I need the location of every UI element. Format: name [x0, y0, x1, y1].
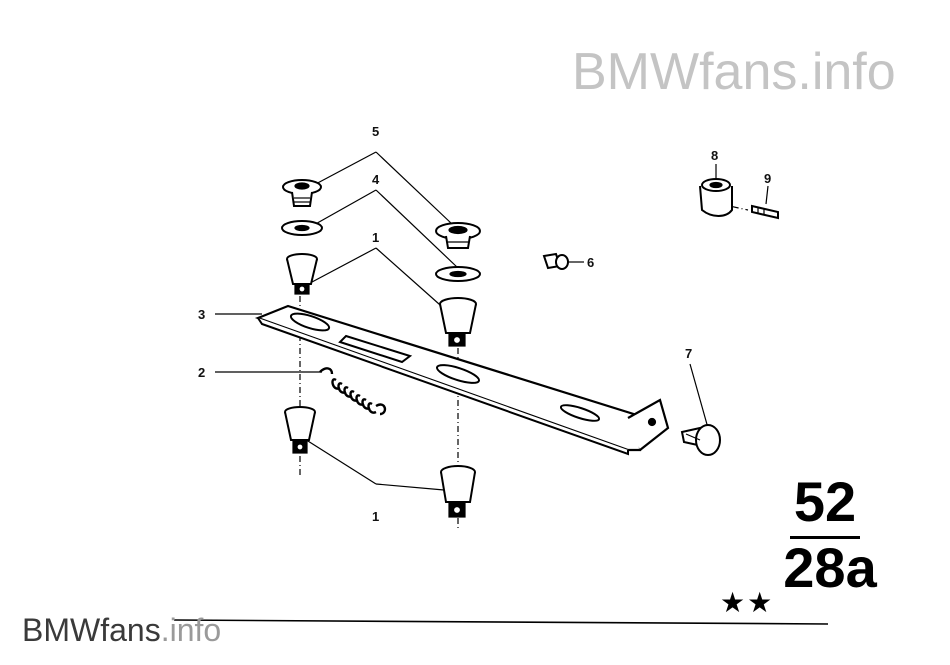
stopper-part-7 — [680, 424, 721, 456]
knob-part-8 — [699, 178, 733, 217]
bmwfans-watermark-bottom: BMWfans.info — [22, 612, 221, 649]
bottom-rule — [173, 619, 829, 625]
model-stars: ★★ — [720, 587, 775, 618]
buffer-part-1-bottom-right — [440, 465, 476, 518]
bushing-part-5-right — [435, 222, 481, 249]
callout-2: 2 — [198, 365, 206, 380]
washer-part-4-left — [281, 220, 323, 236]
callout-6: 6 — [587, 255, 595, 270]
callout-3: 3 — [198, 307, 206, 322]
bolt-part-6 — [542, 252, 569, 270]
watermark-tld: .info — [797, 43, 896, 101]
callout-8: 8 — [711, 148, 719, 163]
bracket-part-3 — [254, 304, 670, 456]
group-number-sub: 28a — [783, 536, 877, 599]
callout-1-top: 1 — [372, 230, 380, 245]
buffer-part-1-top-left — [286, 253, 318, 295]
spring-part-2 — [319, 367, 387, 416]
leader-lines — [215, 151, 769, 491]
callout-5: 5 — [372, 124, 380, 139]
callout-9: 9 — [764, 171, 772, 186]
callout-1-bottom: 1 — [372, 509, 380, 524]
group-number-divider — [790, 536, 860, 539]
washer-part-4-right — [435, 266, 481, 282]
watermark-brand: BMWfans — [572, 43, 798, 101]
buffer-part-1-top-right — [439, 297, 477, 347]
watermark-tld: .info — [160, 612, 222, 648]
group-number-main: 52 — [793, 470, 857, 533]
callout-4: 4 — [372, 172, 380, 187]
watermark-brand: BMWfans — [22, 612, 161, 648]
bmwfans-watermark-top: BMWfans.info — [572, 42, 896, 102]
buffer-part-1-bottom-left — [284, 406, 316, 454]
callout-7: 7 — [685, 346, 693, 361]
bushing-part-5-left — [282, 179, 322, 207]
pin-part-9 — [751, 204, 779, 220]
